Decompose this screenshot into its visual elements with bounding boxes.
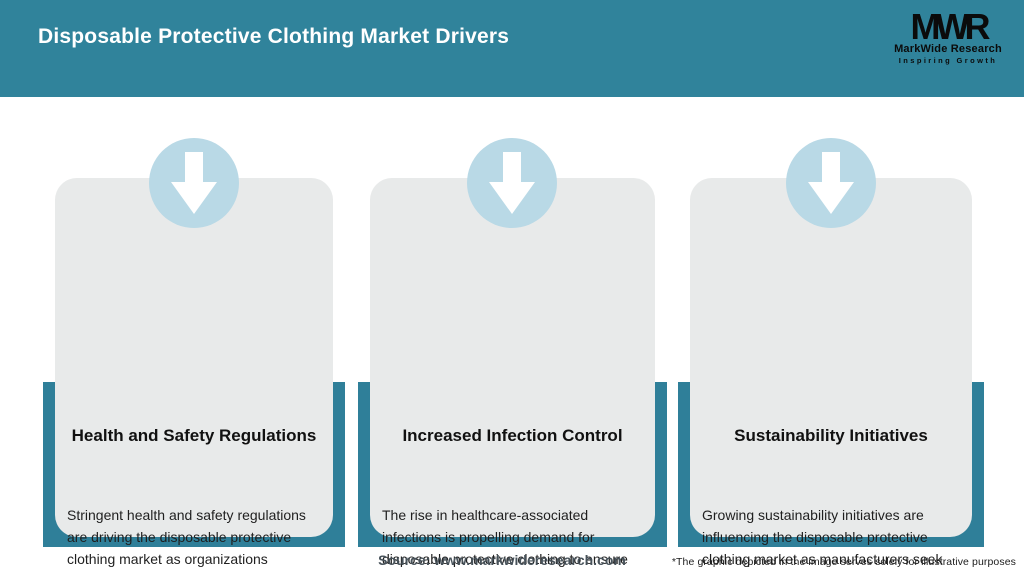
card-title: Increased Infection Control: [402, 426, 623, 445]
arrow-circle: [467, 138, 557, 228]
arrow-circle: [786, 138, 876, 228]
driver-card: Increased Infection Control The rise in …: [370, 178, 655, 576]
header-bar: Disposable Protective Clothing Market Dr…: [0, 0, 1024, 97]
logo-name: MarkWide Research: [894, 43, 1002, 55]
card-description: Stringent health and safety regulations …: [67, 507, 306, 576]
page-title: Disposable Protective Clothing Market Dr…: [38, 25, 510, 48]
logo-monogram-icon: MWR: [910, 6, 991, 47]
driver-card: Health and Safety Regulations Stringent …: [55, 178, 333, 576]
card-title: Health and Safety Regulations: [71, 426, 317, 445]
down-arrow-icon: [171, 152, 217, 214]
down-arrow-icon: [489, 152, 535, 214]
driver-card: Sustainability Initiatives Growing susta…: [690, 178, 972, 576]
down-arrow-icon: [808, 152, 854, 214]
card-description: The rise in healthcare-associated infect…: [382, 507, 628, 576]
arrow-circle: [149, 138, 239, 228]
card-description: Growing sustainability initiatives are i…: [702, 507, 943, 576]
disclaimer-text: *The graphic depicted in the image serve…: [671, 556, 1016, 568]
card-title: Sustainability Initiatives: [734, 426, 928, 445]
markwide-logo: MWR MarkWide Research Inspiring Growth: [882, 9, 1014, 66]
logo-tagline: Inspiring Growth: [898, 56, 998, 65]
source-text: Source: www.markwideresearch.com: [378, 552, 626, 568]
